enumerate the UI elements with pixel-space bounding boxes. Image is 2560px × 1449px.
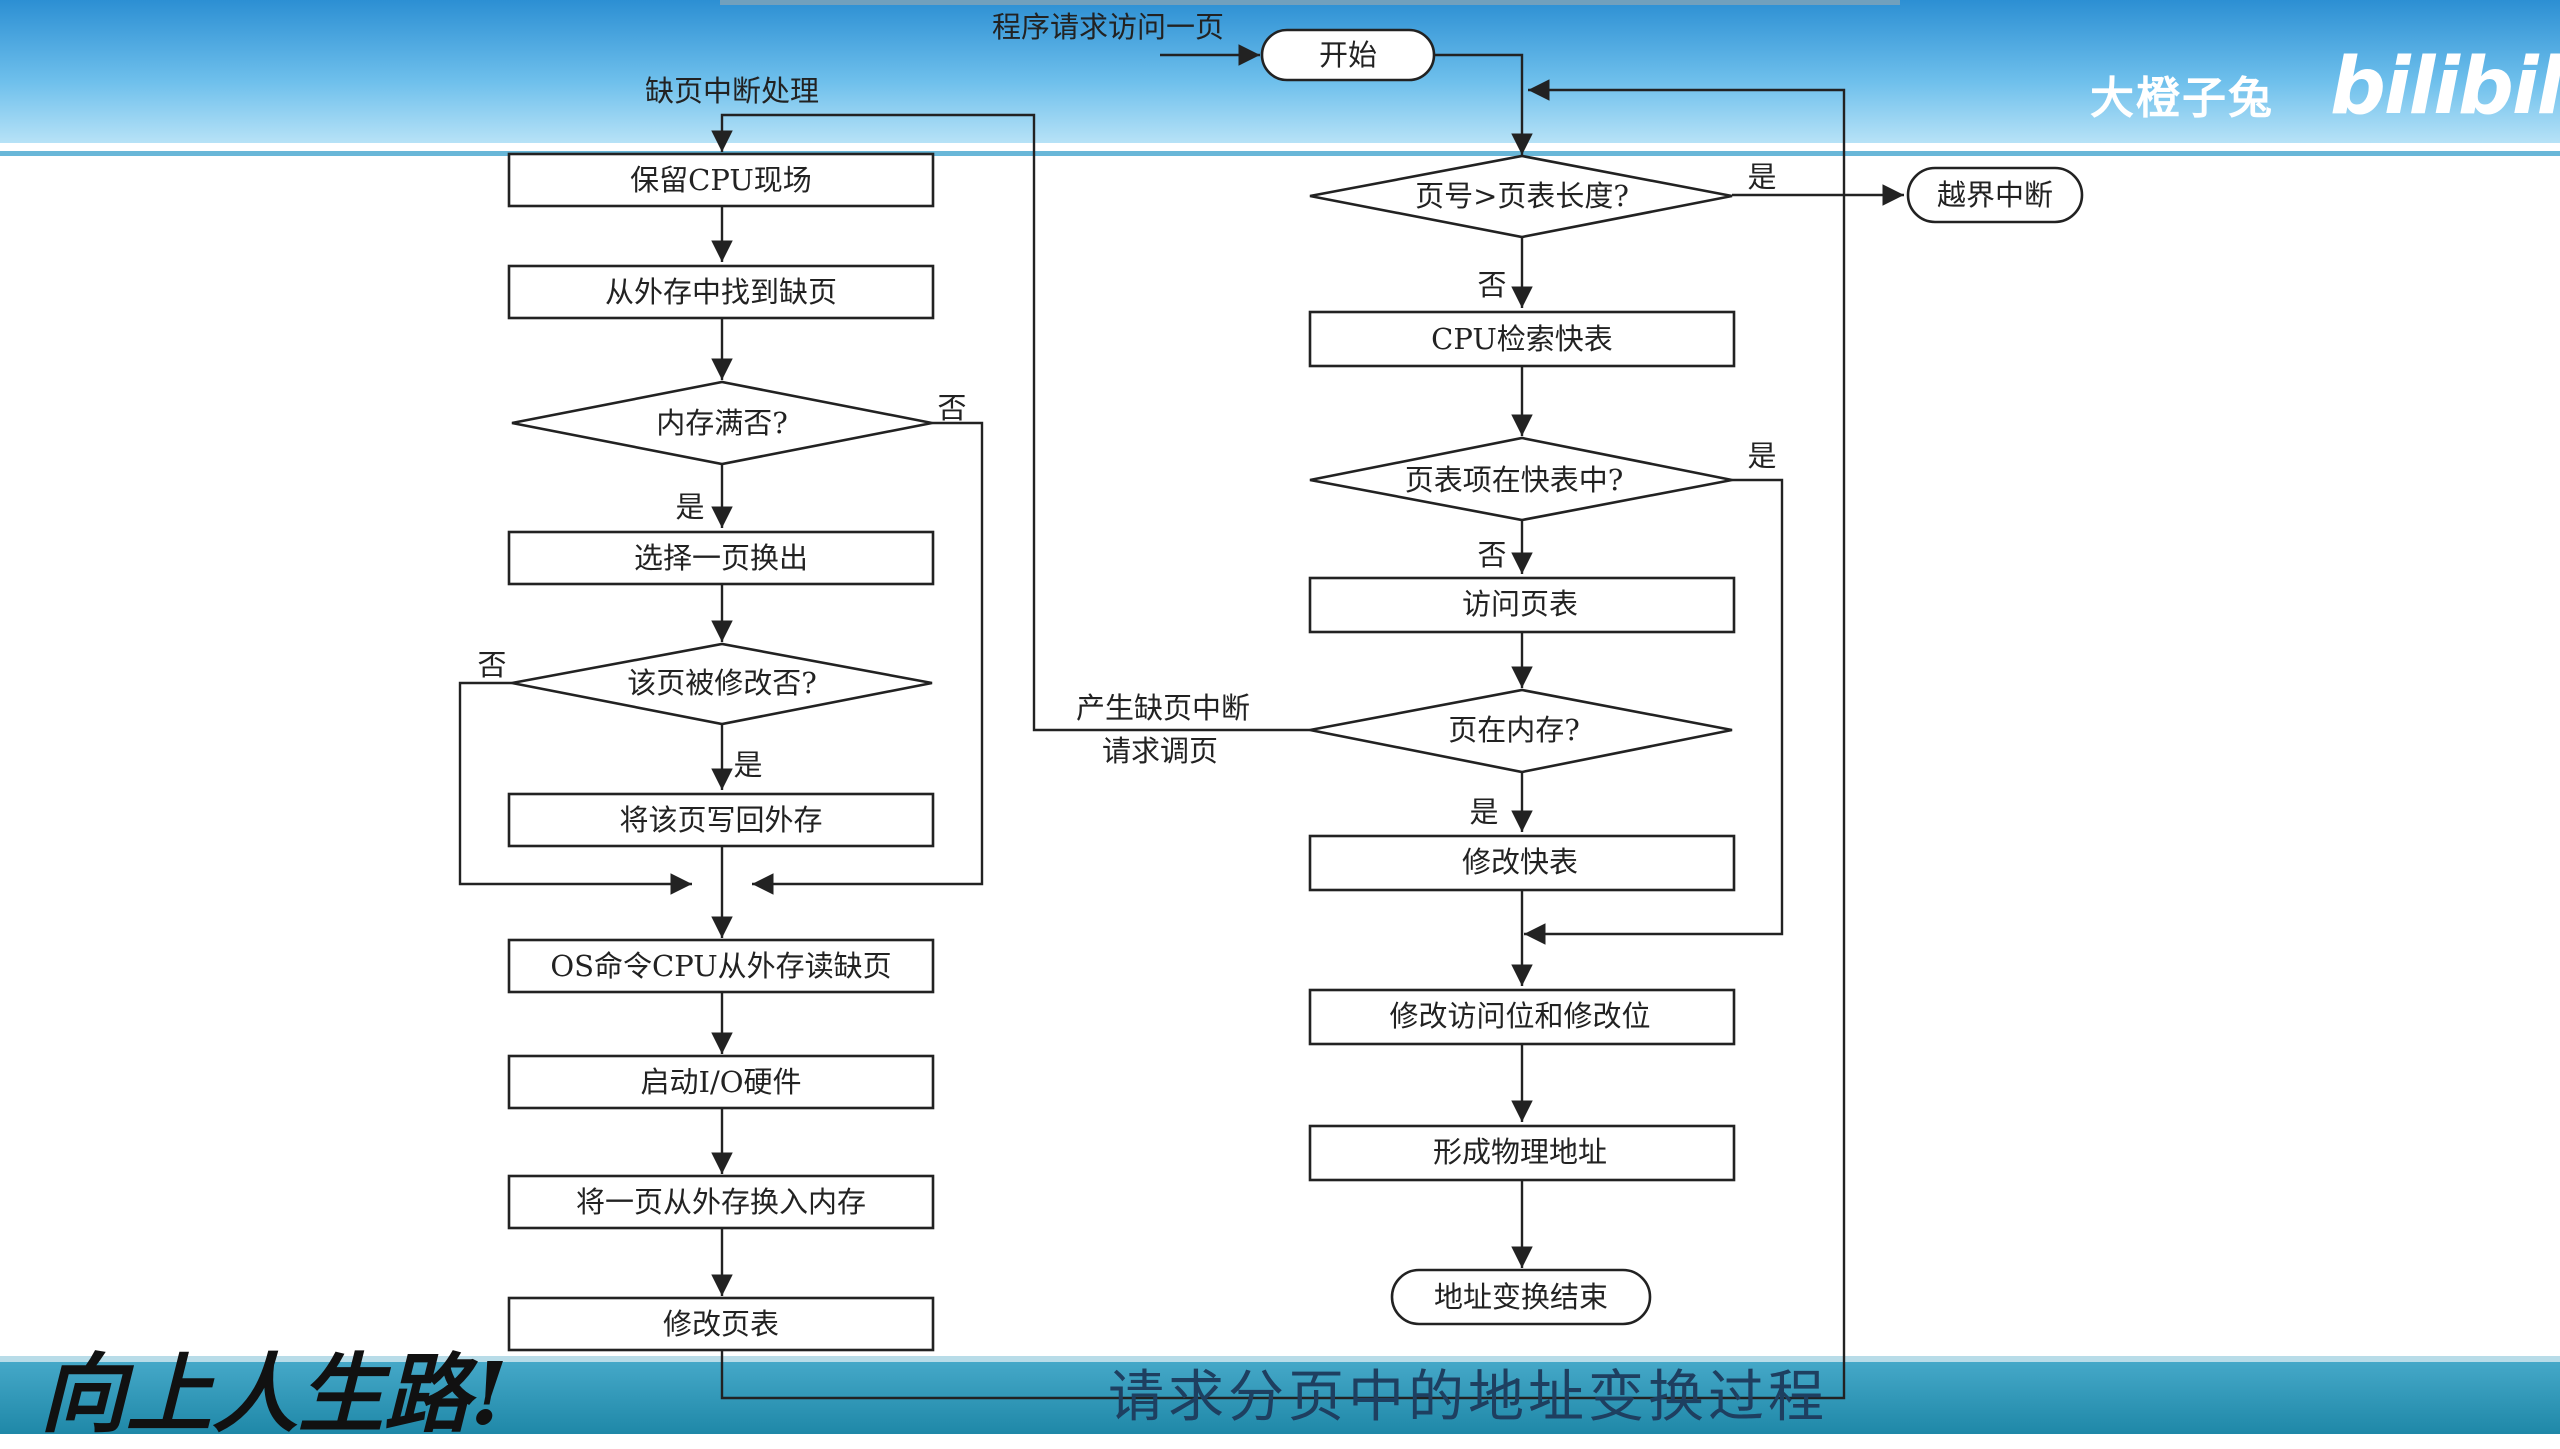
node-form-addr: 形成物理地址 [1308,1124,1736,1182]
label-yes-page-check: 是 [1747,160,1776,194]
node-page-check: 页号>页表长度? [1309,154,1733,239]
edge-modified-no [458,681,692,895]
node-update-tlb: 修改快表 [1308,834,1736,892]
edge-inmemory-no-fault [711,113,1310,732]
label-no-mem-full: 否 [937,391,966,425]
label-yes-mem-full: 是 [675,490,704,524]
node-end: 地址变换结束 [1390,1268,1652,1326]
watermark-logo: bilibili [2330,42,2560,132]
svg-text:启动I/O硬件: 启动I/O硬件 [640,1065,801,1099]
svg-text:形成物理地址: 形成物理地址 [1433,1135,1607,1169]
svg-text:内存满否?: 内存满否? [656,406,788,440]
node-update-bits: 修改访问位和修改位 [1308,988,1736,1046]
flow-edges [458,44,1904,1400]
svg-text:OS命令CPU从外存读缺页: OS命令CPU从外存读缺页 [550,949,891,983]
svg-text:页在内存?: 页在内存? [1448,713,1580,747]
label-fault-note-1: 产生缺页中断 [1076,691,1250,725]
watermark-channel: 大橙子兔 [2090,73,2274,124]
svg-text:选择一页换出: 选择一页换出 [634,541,808,575]
label-yes-in-tlb: 是 [1747,439,1776,473]
svg-text:修改访问位和修改位: 修改访问位和修改位 [1389,999,1650,1033]
svg-text:该页被修改否?: 该页被修改否? [627,666,817,700]
node-out-of-bounds: 越界中断 [1906,166,2084,224]
svg-text:CPU检索快表: CPU检索快表 [1431,322,1613,356]
label-no-page-check: 否 [1477,268,1506,302]
node-write-back: 将该页写回外存 [507,792,935,848]
node-search-tlb: CPU检索快表 [1308,310,1736,368]
node-start: 开始 [1260,28,1436,82]
label-fault-note-2: 请求调页 [1102,734,1218,768]
label-no-in-tlb: 否 [1477,538,1506,572]
node-update-table: 修改页表 [507,1296,935,1352]
svg-text:保留CPU现场: 保留CPU现场 [630,163,812,197]
label-yes-modified: 是 [733,748,762,782]
label-yes-in-memory: 是 [1469,795,1498,829]
node-mem-full: 内存满否? [511,380,933,466]
edge-memfull-no [752,421,984,895]
svg-text:从外存中找到缺页: 从外存中找到缺页 [605,275,837,309]
header-divider [0,143,2560,151]
label-fault-handler: 缺页中断处理 [645,74,819,108]
svg-text:修改快表: 修改快表 [1462,845,1578,879]
node-os-cmd: OS命令CPU从外存读缺页 [507,938,935,994]
node-in-tlb: 页表项在快表中? [1309,436,1733,522]
header-divider-accent [0,151,2560,156]
header-shadow [720,0,1900,5]
slogan-text: 向上人生路! [40,1344,508,1445]
node-in-memory: 页在内存? [1309,688,1733,774]
node-find-page: 从外存中找到缺页 [507,264,935,320]
slide-caption: 请求分页中的地址变换过程 [1108,1365,1828,1430]
svg-text:修改页表: 修改页表 [663,1307,779,1341]
edge-start-pagecheck [1432,53,1533,155]
svg-text:开始: 开始 [1319,38,1377,72]
node-modified: 该页被修改否? [511,642,933,726]
node-swap-in: 将一页从外存换入内存 [507,1174,935,1230]
svg-text:页号>页表长度?: 页号>页表长度? [1415,179,1629,213]
svg-text:访问页表: 访问页表 [1462,587,1578,621]
svg-text:将一页从外存换入内存: 将一页从外存换入内存 [576,1185,866,1219]
node-start-io: 启动I/O硬件 [507,1054,935,1110]
edge-loop-back [720,79,1846,1400]
footer-divider [0,1356,2560,1362]
node-save-cpu: 保留CPU现场 [507,152,935,208]
node-select-out: 选择一页换出 [507,530,935,586]
edge-intlb-yes-bypass [1524,478,1784,945]
label-request: 程序请求访问一页 [992,10,1224,44]
svg-text:将该页写回外存: 将该页写回外存 [619,803,822,837]
label-no-modified: 否 [477,648,506,682]
node-access-table: 访问页表 [1308,576,1736,634]
svg-text:页表项在快表中?: 页表项在快表中? [1405,463,1624,497]
svg-text:地址变换结束: 地址变换结束 [1434,1280,1608,1314]
svg-text:越界中断: 越界中断 [1937,178,2053,212]
